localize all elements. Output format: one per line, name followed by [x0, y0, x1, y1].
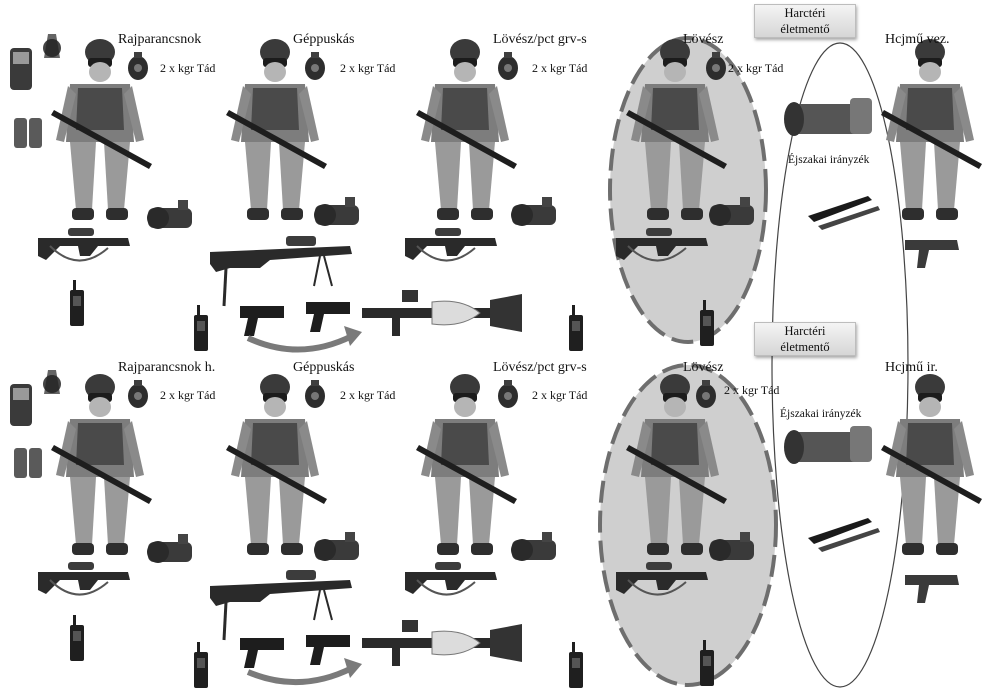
grenade-icon	[305, 380, 325, 408]
row2-grenades	[128, 380, 716, 408]
binoculars-icon	[14, 118, 42, 148]
grenade-label: 2 x kgr Tád	[728, 61, 783, 76]
callout-line: életmentő	[755, 21, 855, 37]
rocket-launcher-icon	[362, 620, 522, 666]
night-sight-label: Éjszakai irányzék	[788, 154, 869, 166]
callout-line: életmentő	[755, 339, 855, 355]
pistol-icon	[306, 302, 350, 332]
rifle-icon	[405, 228, 497, 261]
smg-icon	[905, 240, 959, 268]
grenade-label: 2 x kgr Tád	[340, 61, 395, 76]
pistol-icon	[240, 306, 284, 336]
grenade-icon	[498, 52, 518, 80]
scope-icon	[314, 532, 359, 561]
grenade-label: 2 x kgr Tád	[532, 388, 587, 403]
callout-line: Harctéri	[755, 323, 855, 339]
role-label: Lövész	[683, 360, 723, 376]
night-sight-label: Éjszakai irányzék	[780, 408, 861, 420]
arrow-row1	[248, 336, 352, 350]
smg-icon	[905, 575, 959, 603]
role-label: Lövész/pct grv-s	[493, 32, 587, 48]
grenade-icon	[128, 52, 148, 80]
role-label: Rajparancsnok	[118, 32, 201, 48]
scope-icon	[511, 532, 556, 561]
radio-icon	[70, 615, 84, 661]
rocket-launcher-icon	[362, 290, 522, 336]
compass-icon	[43, 34, 61, 58]
compass-icon	[43, 370, 61, 394]
scope-icon	[147, 200, 192, 229]
radio-icon	[194, 305, 208, 351]
gps-icon	[10, 384, 32, 426]
soldier-icon	[881, 39, 982, 220]
machine-gun-icon	[210, 236, 352, 306]
binoculars-icon	[14, 448, 42, 478]
night-sight-icon	[784, 98, 872, 136]
role-label: Géppuskás	[293, 360, 354, 376]
grenade-label: 2 x kgr Tád	[160, 61, 215, 76]
grenade-icon	[498, 380, 518, 408]
role-label: Lövész/pct grv-s	[493, 360, 587, 376]
rifle-icon	[405, 562, 497, 595]
scope-icon	[511, 197, 556, 226]
arrow-row2	[248, 668, 352, 682]
grenade-label: 2 x kgr Tád	[532, 61, 587, 76]
knife-icon	[808, 518, 880, 552]
rifle-icon	[38, 228, 130, 261]
pistol-icon	[240, 638, 284, 668]
grenade-icon	[128, 380, 148, 408]
radio-icon	[70, 280, 84, 326]
grenade-label: 2 x kgr Tád	[160, 388, 215, 403]
role-label: Hcjmű vez.	[885, 32, 950, 48]
callout-line: Harctéri	[755, 5, 855, 21]
night-sight-icon	[784, 426, 872, 464]
callout-combat-lifesaver: Harctéri életmentő	[754, 4, 856, 38]
role-label: Rajparancsnok h.	[118, 360, 215, 376]
machine-gun-icon	[210, 570, 352, 640]
gps-icon	[10, 48, 32, 90]
callout-combat-lifesaver: Harctéri életmentő	[754, 322, 856, 356]
radio-icon	[569, 305, 583, 351]
scope-icon	[314, 197, 359, 226]
role-label: Hcjmű ir.	[885, 360, 938, 376]
role-label: Lövész	[683, 32, 723, 48]
knife-icon	[808, 196, 880, 230]
soldier-icon	[881, 374, 982, 555]
grenade-label: 2 x kgr Tád	[340, 388, 395, 403]
grenade-label: 2 x kgr Tád	[724, 383, 779, 398]
pistol-icon	[306, 635, 350, 665]
radio-icon	[569, 642, 583, 688]
rifle-icon	[38, 562, 130, 595]
radio-icon	[194, 642, 208, 688]
scope-icon	[147, 534, 192, 563]
grenade-icon	[305, 52, 325, 80]
role-label: Géppuskás	[293, 32, 354, 48]
